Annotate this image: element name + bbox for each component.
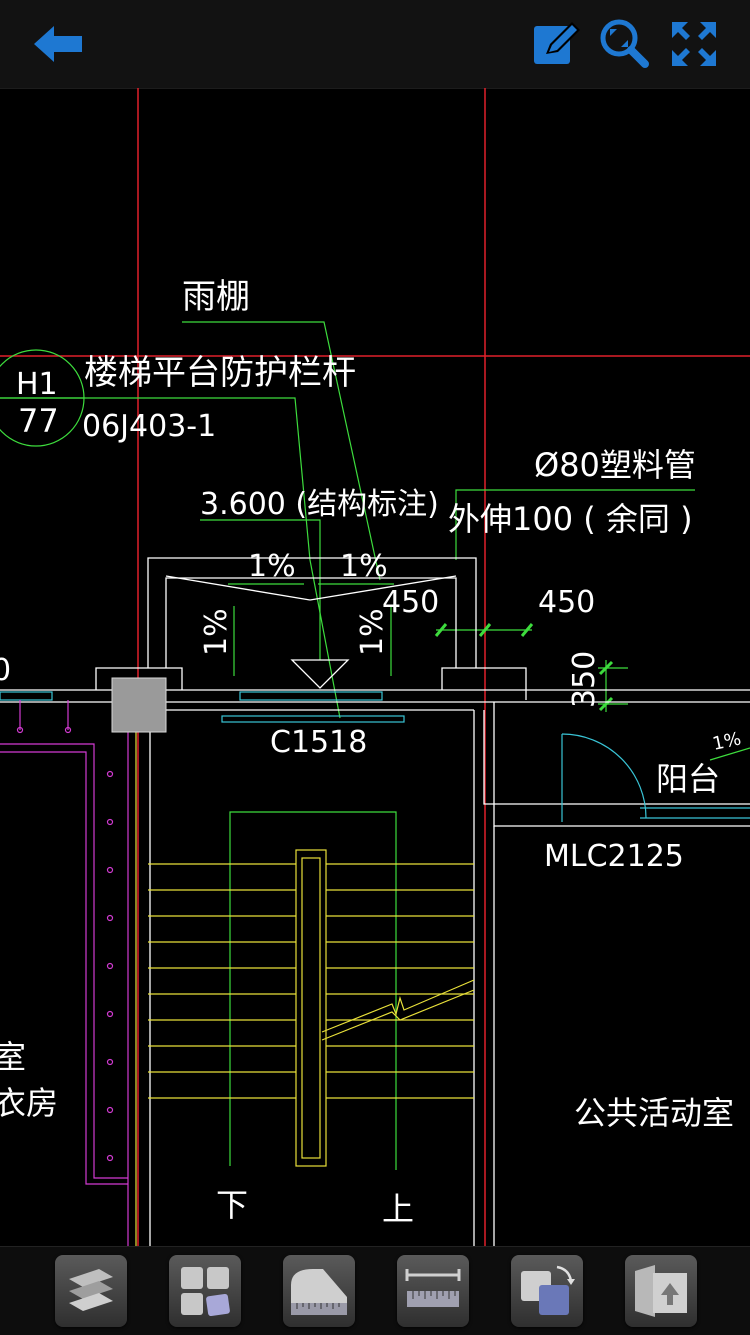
label-door: MLC2125: [544, 839, 684, 874]
label-dim-450-a: 450: [382, 585, 439, 620]
distance-measure-icon: [405, 1269, 461, 1307]
export-folder-icon: [635, 1265, 687, 1317]
dimension-ticks: [434, 623, 614, 712]
label-dim-350: 350: [567, 651, 602, 708]
wall-lines: [0, 557, 750, 1246]
export-button[interactable]: [625, 1255, 697, 1327]
label-pipe-extension: 外伸100 ( 余同 ): [448, 500, 693, 538]
layout-button[interactable]: [169, 1255, 241, 1327]
back-button[interactable]: [30, 16, 86, 72]
layers-icon: [69, 1269, 113, 1311]
label-slope-balcony: 1%: [711, 728, 743, 754]
axis-lines: [0, 88, 750, 1246]
label-edge-number: 0: [0, 653, 11, 688]
label-77: 77: [18, 402, 59, 440]
staircase: [135, 710, 475, 1246]
edit-button[interactable]: [528, 16, 584, 72]
layout-grid-icon: [181, 1267, 230, 1317]
label-public-room: 公共活动室: [574, 1094, 734, 1132]
zoom-button[interactable]: [597, 16, 653, 72]
back-arrow-icon: [34, 26, 82, 62]
layers-button[interactable]: [55, 1255, 127, 1327]
angle-measure-button[interactable]: [283, 1255, 355, 1327]
partition-lines: [0, 700, 129, 1246]
label-room-b: 衣房: [0, 1084, 58, 1122]
label-slope-left: 1%: [248, 549, 296, 584]
label-standard: 06J403-1: [82, 409, 216, 444]
fullscreen-icon: [672, 22, 716, 66]
cad-drawing-canvas[interactable]: 雨棚 楼梯平台防护栏杆 H1 77 06J403-1 3.600 (结构标注) …: [0, 88, 750, 1246]
leader-lines: [0, 321, 750, 1170]
distance-measure-button[interactable]: [397, 1255, 469, 1327]
label-canopy: 雨棚: [182, 277, 250, 317]
bottom-toolbar: [0, 1246, 750, 1335]
label-stair-up: 上: [382, 1190, 414, 1228]
label-slope-vertical-right: 1%: [355, 608, 390, 656]
column: [111, 677, 167, 733]
label-stair-down: 下: [216, 1186, 248, 1224]
rotate-view-icon: [521, 1265, 575, 1315]
label-room-a: 室: [0, 1038, 26, 1076]
zoom-search-icon: [600, 19, 649, 68]
label-elevation: 3.600 (结构标注): [200, 487, 439, 522]
label-dim-450-b: 450: [538, 585, 595, 620]
label-slope-vertical-left: 1%: [199, 608, 234, 656]
top-toolbar: [0, 0, 750, 89]
label-window: C1518: [270, 725, 367, 760]
label-h1: H1: [16, 367, 58, 402]
openings: [0, 691, 750, 822]
edit-icon: [534, 22, 580, 64]
rotate-view-button[interactable]: [511, 1255, 583, 1327]
angle-measure-icon: [291, 1269, 347, 1315]
label-slope-right: 1%: [340, 549, 388, 584]
drawing-labels: 雨棚 楼梯平台防护栏杆 H1 77 06J403-1 3.600 (结构标注) …: [0, 277, 743, 1228]
label-pipe: Ø80塑料管: [534, 446, 696, 484]
label-balcony: 阳台: [656, 760, 720, 798]
label-railing: 楼梯平台防护栏杆: [84, 353, 356, 393]
fullscreen-button[interactable]: [666, 16, 722, 72]
